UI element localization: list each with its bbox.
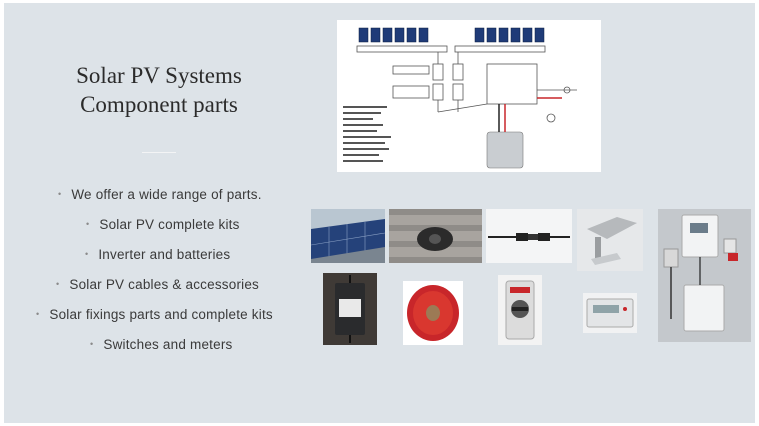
red-solar-cable-reel-image [403, 281, 463, 345]
bullet-item: •Switches and meters [90, 337, 233, 352]
roof-mounted-solar-panels-image [311, 209, 385, 263]
solar-pv-wiring-diagram [337, 20, 601, 172]
bullet-dot-icon: • [85, 249, 89, 259]
inverter-battery-wall-installation-image [658, 209, 751, 342]
dc-isolator-switch-image [498, 275, 542, 345]
bullet-item: •We offer a wide range of parts. [58, 187, 262, 202]
title-line-2: Component parts [80, 92, 238, 117]
mc4-cable-connectors-image [486, 209, 572, 263]
bullet-dot-icon: • [86, 219, 90, 229]
bullet-dot-icon: • [90, 339, 94, 349]
bullet-dot-icon: • [58, 189, 62, 199]
slide: Solar PV Systems Component parts •We off… [4, 3, 755, 423]
bullet-item: •Solar PV cables & accessories [56, 277, 259, 292]
bullet-item: •Solar PV complete kits [86, 217, 240, 232]
roof-tile-flashing-image [389, 209, 482, 263]
dc-surge-protector-image [323, 273, 377, 345]
bullet-item: •Solar fixings parts and complete kits [36, 307, 273, 322]
slide-title: Solar PV Systems Component parts [44, 61, 274, 119]
roof-hook-bracket-image [577, 209, 643, 271]
bullet-dot-icon: • [56, 279, 60, 289]
title-line-1: Solar PV Systems [76, 63, 242, 88]
title-divider [142, 152, 176, 153]
energy-meter-image [583, 293, 637, 333]
bullet-dot-icon: • [36, 309, 40, 319]
bullet-item: •Inverter and batteries [85, 247, 231, 262]
